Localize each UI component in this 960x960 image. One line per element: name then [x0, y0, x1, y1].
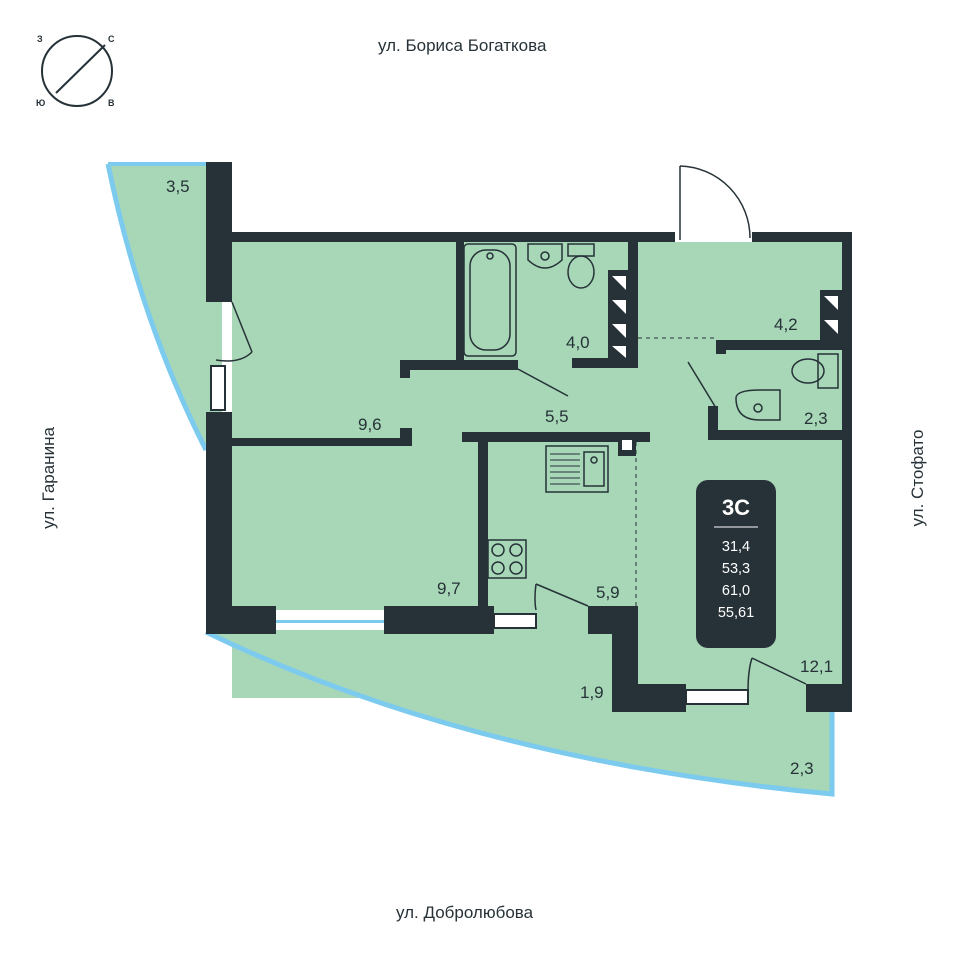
compass-south: Ю	[36, 98, 45, 108]
watermark-logo-icon	[646, 786, 674, 814]
kitchen-sink-icon	[545, 445, 609, 493]
room-area-balcony: 3,5	[166, 177, 190, 196]
balcony-edge	[105, 163, 209, 452]
compass-east: В	[108, 98, 115, 108]
street-bottom: ул. Добролюбова	[396, 903, 534, 922]
compass-north: С	[108, 34, 115, 44]
fixtures	[463, 243, 839, 579]
door-swings	[215, 301, 807, 693]
walls	[206, 162, 852, 712]
sink-grate	[550, 453, 580, 485]
toilet-tank-icon	[817, 353, 839, 389]
ventilation-shafts	[608, 270, 842, 456]
entrance-door	[675, 165, 752, 242]
badge-type: 3С	[722, 495, 750, 520]
compass-circle-icon	[41, 35, 113, 107]
sink-icon	[735, 389, 781, 421]
compass-west: З	[37, 34, 43, 44]
room-labels: 3,5 9,6 9,7 4,0 5,5 4,2 2,3 5,9 1,9 12,1…	[166, 177, 833, 778]
badge-value: 55,61	[718, 605, 754, 621]
room-area-living-room: 12,1	[800, 657, 833, 676]
room-area-bedroom: 9,6	[358, 415, 382, 434]
stove-icon	[487, 539, 527, 579]
toilet-icon	[567, 255, 595, 289]
room-area-kitchen: 5,9	[596, 583, 620, 602]
badge-value: 31,4	[722, 539, 750, 555]
street-left: ул. Гаранина	[39, 427, 58, 529]
apartment-badge: 3С 31,4 53,3 61,0 55,61	[696, 480, 776, 648]
balcony-top-left-area	[108, 164, 222, 450]
watermark-text: циан	[690, 808, 784, 855]
room-area-bedroom: 9,7	[437, 579, 461, 598]
room-area-storage: 4,2	[774, 315, 798, 334]
sink-icon	[527, 243, 563, 269]
room-area-hallway: 5,5	[545, 407, 569, 426]
street-top: ул. Бориса Богаткова	[378, 36, 547, 55]
room-area-loggia: 2,3	[790, 759, 814, 778]
compass-needle-icon	[55, 44, 106, 94]
street-right: ул. Стофато	[908, 429, 927, 527]
room-area-bathroom: 4,0	[566, 333, 590, 352]
badge-value: 61,0	[722, 583, 750, 599]
compass: З С Ю В	[36, 34, 115, 108]
room-area-toilet: 2,3	[804, 409, 828, 428]
windows	[210, 365, 749, 705]
watermark: циан	[640, 786, 784, 855]
bathtub-icon	[463, 243, 517, 357]
badge-value: 53,3	[722, 561, 750, 577]
room-area-loggia: 1,9	[580, 683, 604, 702]
loggia-edge	[204, 629, 835, 797]
toilet-icon	[791, 358, 825, 384]
